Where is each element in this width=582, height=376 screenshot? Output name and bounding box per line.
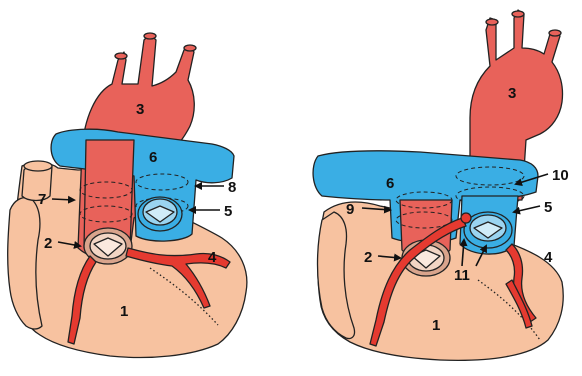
label-right-11: 11 [454,267,470,284]
label-right-3: 3 [508,85,516,102]
left-pulmonary-valve [138,197,182,231]
label-left-2: 2 [44,235,52,252]
label-left-4: 4 [208,249,217,266]
label-left-8: 8 [228,179,236,196]
label-right-6: 6 [386,175,394,192]
label-right-4: 4 [544,249,553,266]
label-right-10: 10 [552,167,569,184]
label-left-6: 6 [149,149,157,166]
label-right-9: 9 [346,201,354,218]
label-right-5: 5 [544,199,552,216]
label-left-1: 1 [120,303,128,320]
label-left-3: 3 [136,101,144,118]
label-left-5: 5 [224,203,232,220]
right-panel [313,10,563,360]
label-left-7: 7 [38,191,46,208]
label-right-2: 2 [364,249,372,266]
label-right-1: 1 [432,317,440,334]
